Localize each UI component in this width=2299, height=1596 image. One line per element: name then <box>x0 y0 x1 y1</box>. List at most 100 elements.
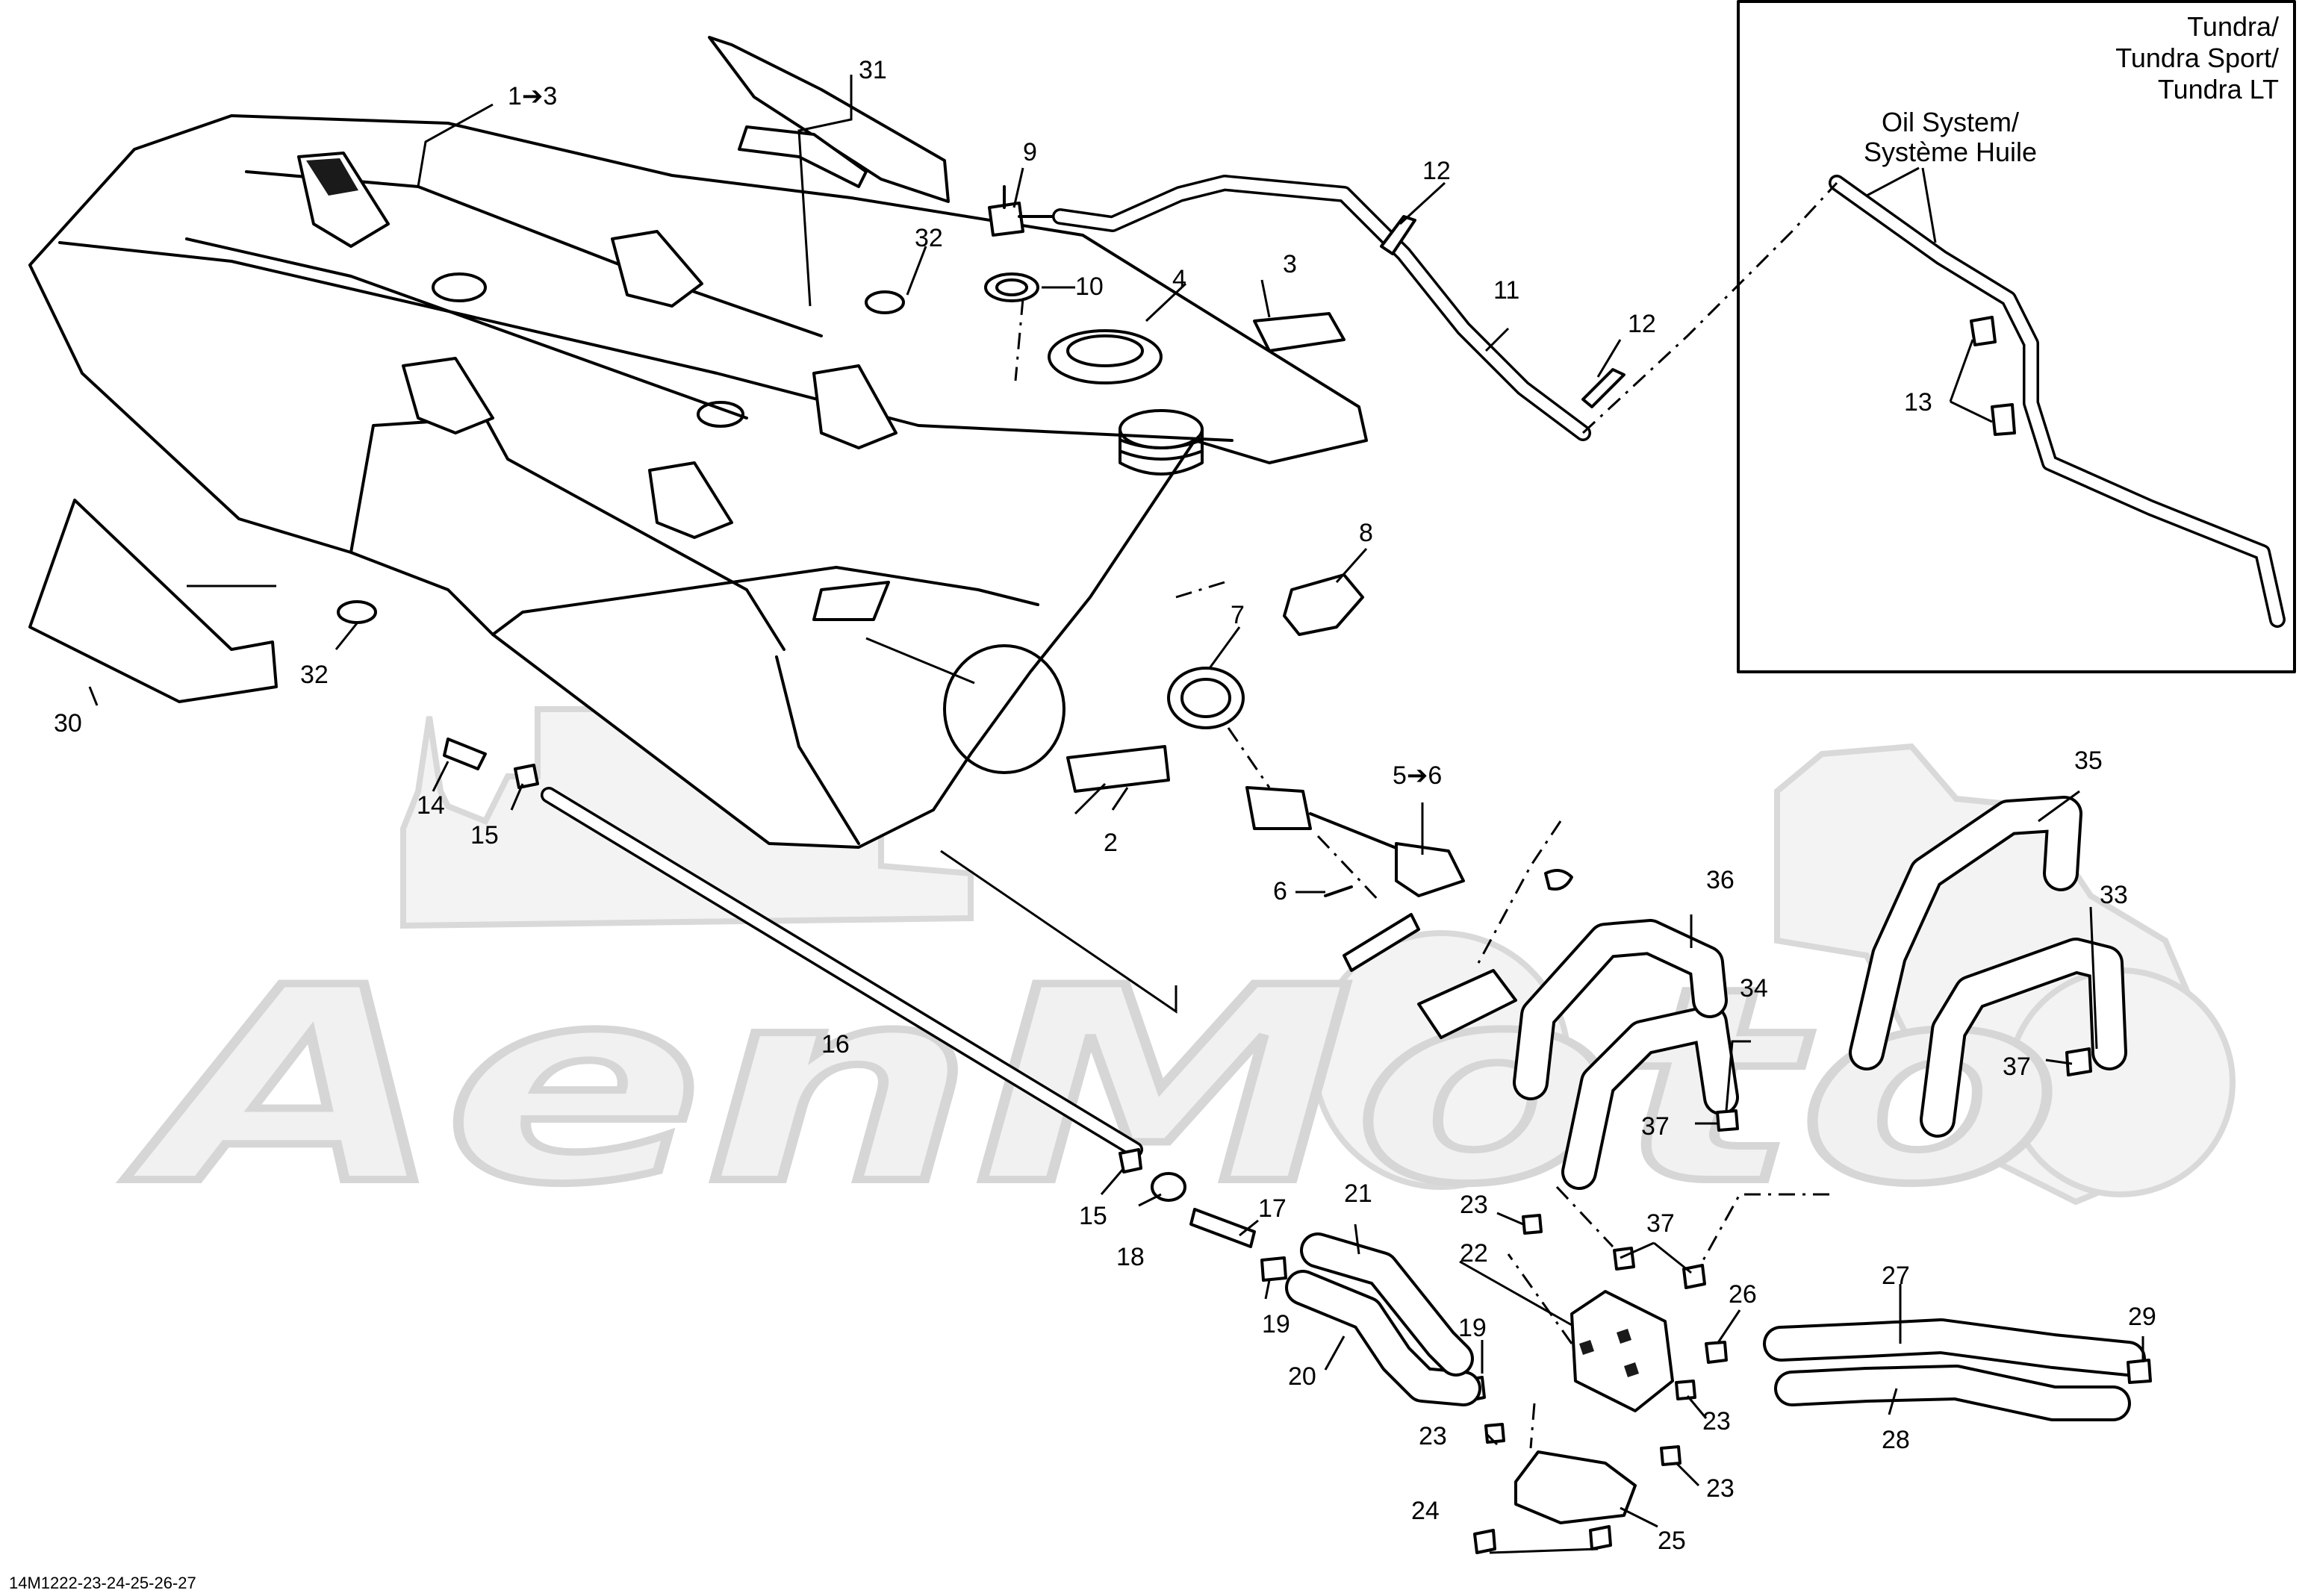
label-37-a: 37 <box>1641 1112 1670 1141</box>
label-17: 17 <box>1258 1194 1287 1223</box>
label-11: 11 <box>1493 276 1519 305</box>
inset-oil-line <box>1829 175 2286 628</box>
label-37-b: 37 <box>2003 1053 2031 1081</box>
label-8: 8 <box>1359 519 1373 547</box>
label-24: 24 <box>1411 1497 1440 1525</box>
inset-panel: Tundra/ Tundra Sport/ Tundra LT Oil Syst… <box>1737 0 2296 673</box>
inset-subtitle-line-2: Système Huile <box>1864 137 2037 167</box>
panel-30 <box>28 499 278 703</box>
hose-36-inner <box>1516 922 1725 1097</box>
label-12-upper: 12 <box>1422 157 1451 185</box>
grommet-32-lower <box>337 600 377 624</box>
fuel-pump-sender-6 <box>1343 913 1420 972</box>
inset-oil-line-inner <box>1831 177 2283 626</box>
fuel-cap-4-top <box>1066 334 1144 367</box>
fuel-filler-neck-body <box>1119 428 1204 476</box>
bracket-25 <box>1514 1450 1637 1524</box>
label-28: 28 <box>1882 1426 1910 1454</box>
clamp-29 <box>2127 1359 2152 1384</box>
label-31: 31 <box>859 56 887 84</box>
fuel-tank-lower-edge <box>491 566 1039 636</box>
label-12-lower: 12 <box>1628 310 1656 338</box>
label-30: 30 <box>54 709 82 738</box>
inset-title-line-2: Tundra Sport/ <box>2115 43 2279 73</box>
vent-line-11-inner <box>1054 177 1589 439</box>
bolt-24-b <box>1589 1525 1612 1550</box>
inset-subtitle-line-1: Oil System/ <box>1882 107 2019 137</box>
tank-hole-1 <box>432 272 487 302</box>
inset-leader-13a <box>1949 339 1974 402</box>
inset-title-line-1: Tundra/ <box>2187 11 2279 42</box>
fuel-filler-threads <box>1120 439 1202 461</box>
fuel-filter-clip <box>1544 869 1573 891</box>
label-32-lower: 32 <box>300 661 329 689</box>
label-15-upper: 15 <box>470 821 499 850</box>
tank-hole-2 <box>697 401 744 428</box>
label-19-lower: 19 <box>1458 1314 1487 1342</box>
nut-23-c <box>1484 1423 1505 1444</box>
tank-strap-mount-5 <box>648 461 733 539</box>
fuel-cap-4 <box>1048 329 1163 384</box>
label-23-b: 23 <box>1702 1407 1731 1436</box>
fuel-pump-opening <box>943 644 1065 774</box>
part-2-pad <box>1066 745 1170 793</box>
hose-34-inner <box>1564 1008 1736 1187</box>
label-22: 22 <box>1460 1239 1488 1268</box>
part-3-pad <box>1253 312 1346 352</box>
label-37-c: 37 <box>1646 1209 1675 1238</box>
grommet-10-inner <box>995 278 1028 296</box>
leader-lines <box>88 75 2144 1554</box>
bolt-24-a <box>1473 1529 1496 1554</box>
panel-31 <box>708 36 950 203</box>
fuel-tank-side-line <box>349 417 785 651</box>
inset-leader-13b <box>1950 400 1993 423</box>
label-5-6: 5➔6 <box>1393 761 1442 790</box>
lock-ring-7-inner <box>1180 678 1231 718</box>
label-18: 18 <box>1116 1243 1145 1271</box>
label-26: 26 <box>1729 1280 1757 1309</box>
label-20: 20 <box>1288 1362 1316 1391</box>
fitting-14 <box>443 738 487 770</box>
tank-strap-mount-1-hatch <box>306 158 358 196</box>
fuel-pump-pin-6 <box>1324 885 1353 897</box>
watermark: AenMoto <box>116 347 2236 1247</box>
tank-strap-mount-4 <box>812 364 897 449</box>
label-4: 4 <box>1172 265 1186 293</box>
inset-title-line-3: Tundra LT <box>2158 74 2279 105</box>
label-23-d: 23 <box>1706 1474 1735 1503</box>
label-23-c: 23 <box>1419 1422 1447 1450</box>
hose-20-inner <box>1288 1273 1478 1403</box>
label-3: 3 <box>1283 250 1297 278</box>
label-7: 7 <box>1231 601 1245 629</box>
clamp-15-upper <box>514 764 539 789</box>
fuel-filter-sock <box>1417 969 1517 1039</box>
fuel-pump-bracket <box>1395 842 1465 897</box>
hose-35-inner <box>1852 799 2079 1067</box>
nut-23-b <box>1675 1380 1696 1400</box>
label-36: 36 <box>1706 866 1735 894</box>
label-6: 6 <box>1273 877 1287 905</box>
grommet-10 <box>984 272 1039 302</box>
fuel-pump-5 <box>1245 786 1312 830</box>
fuel-tank-crease-2 <box>185 237 748 420</box>
tank-strap-mount-2 <box>611 230 703 308</box>
inset-arrow-2 <box>1921 167 1937 243</box>
label-25: 25 <box>1658 1527 1686 1555</box>
hose-21-inner <box>1303 1235 1471 1374</box>
hose-28-inner <box>1777 1368 2128 1418</box>
label-15-lower: 15 <box>1079 1202 1107 1230</box>
lock-ring-7 <box>1167 667 1245 729</box>
label-10: 10 <box>1075 272 1104 301</box>
fuel-pump-arm <box>1309 812 1405 852</box>
panel-31-inner <box>738 125 868 188</box>
clamp-37-c <box>1613 1247 1635 1271</box>
clamp-26 <box>1705 1341 1728 1364</box>
watermark-text: AenMoto <box>119 930 2061 1243</box>
grommet-32-upper <box>865 290 905 314</box>
vent-valve-9 <box>988 202 1024 237</box>
label-29: 29 <box>2128 1303 2156 1331</box>
inset-clip-upper <box>1970 316 1997 346</box>
clamp-37-a <box>1716 1109 1739 1132</box>
callout-labels: 1➔3 2 3 4 5➔6 6 7 8 9 10 11 12 12 13 14 … <box>9 56 2156 1592</box>
clamp-15-lower <box>1119 1148 1142 1173</box>
